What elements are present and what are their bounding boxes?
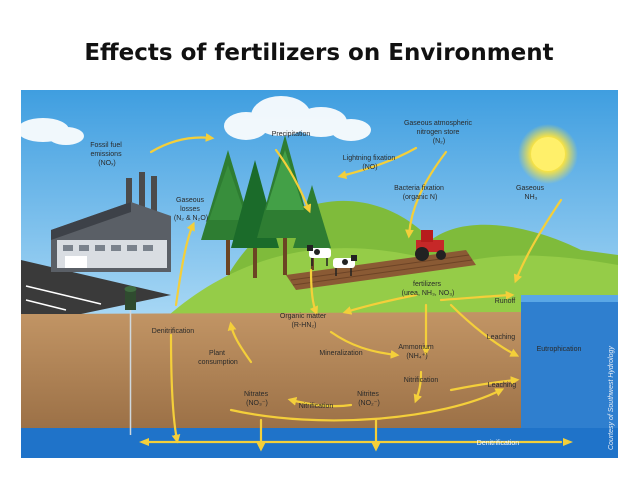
label-mineralization: Mineralization bbox=[319, 350, 362, 357]
label-atmospheric-nitrogen: Gaseous atmospheric nitrogen store (N₂) bbox=[404, 120, 474, 145]
soil-layer bbox=[21, 312, 521, 430]
farm-field bbox=[286, 250, 476, 290]
label-bacteria-fixation: Bacteria fixation (organic N) bbox=[394, 185, 446, 201]
label-denitrification-upper: Denitrification bbox=[152, 328, 195, 335]
label-courtesy-credit: Courtesy of Southwest Hydrology bbox=[608, 346, 615, 450]
label-gaseous-losses: Gaseous losses (N₂ & N₂O) bbox=[174, 197, 208, 222]
label-runoff: Runoff bbox=[495, 298, 516, 305]
label-plant-consumption: Plant consumption bbox=[198, 350, 238, 366]
label-nitrification-lower: Nitrification bbox=[299, 403, 334, 410]
cows bbox=[307, 245, 357, 276]
nitrogen-cycle-diagram: Fossil fuel emissions (NOₓ) Precipitatio… bbox=[21, 90, 618, 458]
label-gaseous-nh3: Gaseous NH₃ bbox=[516, 185, 546, 201]
factory bbox=[51, 172, 171, 272]
tractor bbox=[415, 230, 446, 261]
cloud bbox=[21, 96, 371, 145]
label-lightning-fixation: Lightning fixation (NO) bbox=[343, 155, 398, 171]
label-nitrates: Nitrates (NO₃⁻) bbox=[244, 391, 270, 407]
label-ammonium: Ammonium (NH₄⁺) bbox=[398, 344, 435, 360]
label-leaching-upper: Leaching bbox=[487, 334, 516, 341]
well bbox=[124, 286, 137, 435]
slide-title: Effects of fertilizers on Environment bbox=[84, 40, 554, 66]
cycle-arrows bbox=[139, 133, 573, 452]
label-eutrophication: Eutrophication bbox=[537, 346, 582, 353]
label-denitrification-lower: Denitrification bbox=[477, 440, 520, 447]
label-fossil-fuel-emissions: Fossil fuel emissions (NOₓ) bbox=[90, 142, 123, 167]
label-fertilizers: fertilizers (urea, NH₃, NO₃) bbox=[402, 281, 455, 297]
label-nitrification-upper: Nitrification bbox=[404, 377, 439, 384]
label-precipitation: Precipitation bbox=[272, 131, 311, 138]
label-nitrites: Nitrites (NO₂⁻) bbox=[357, 391, 381, 407]
label-organic-matter: Organic matter (R-HN₂) bbox=[280, 313, 328, 329]
lake bbox=[521, 295, 618, 430]
label-leaching-lower: Leaching bbox=[488, 382, 517, 389]
